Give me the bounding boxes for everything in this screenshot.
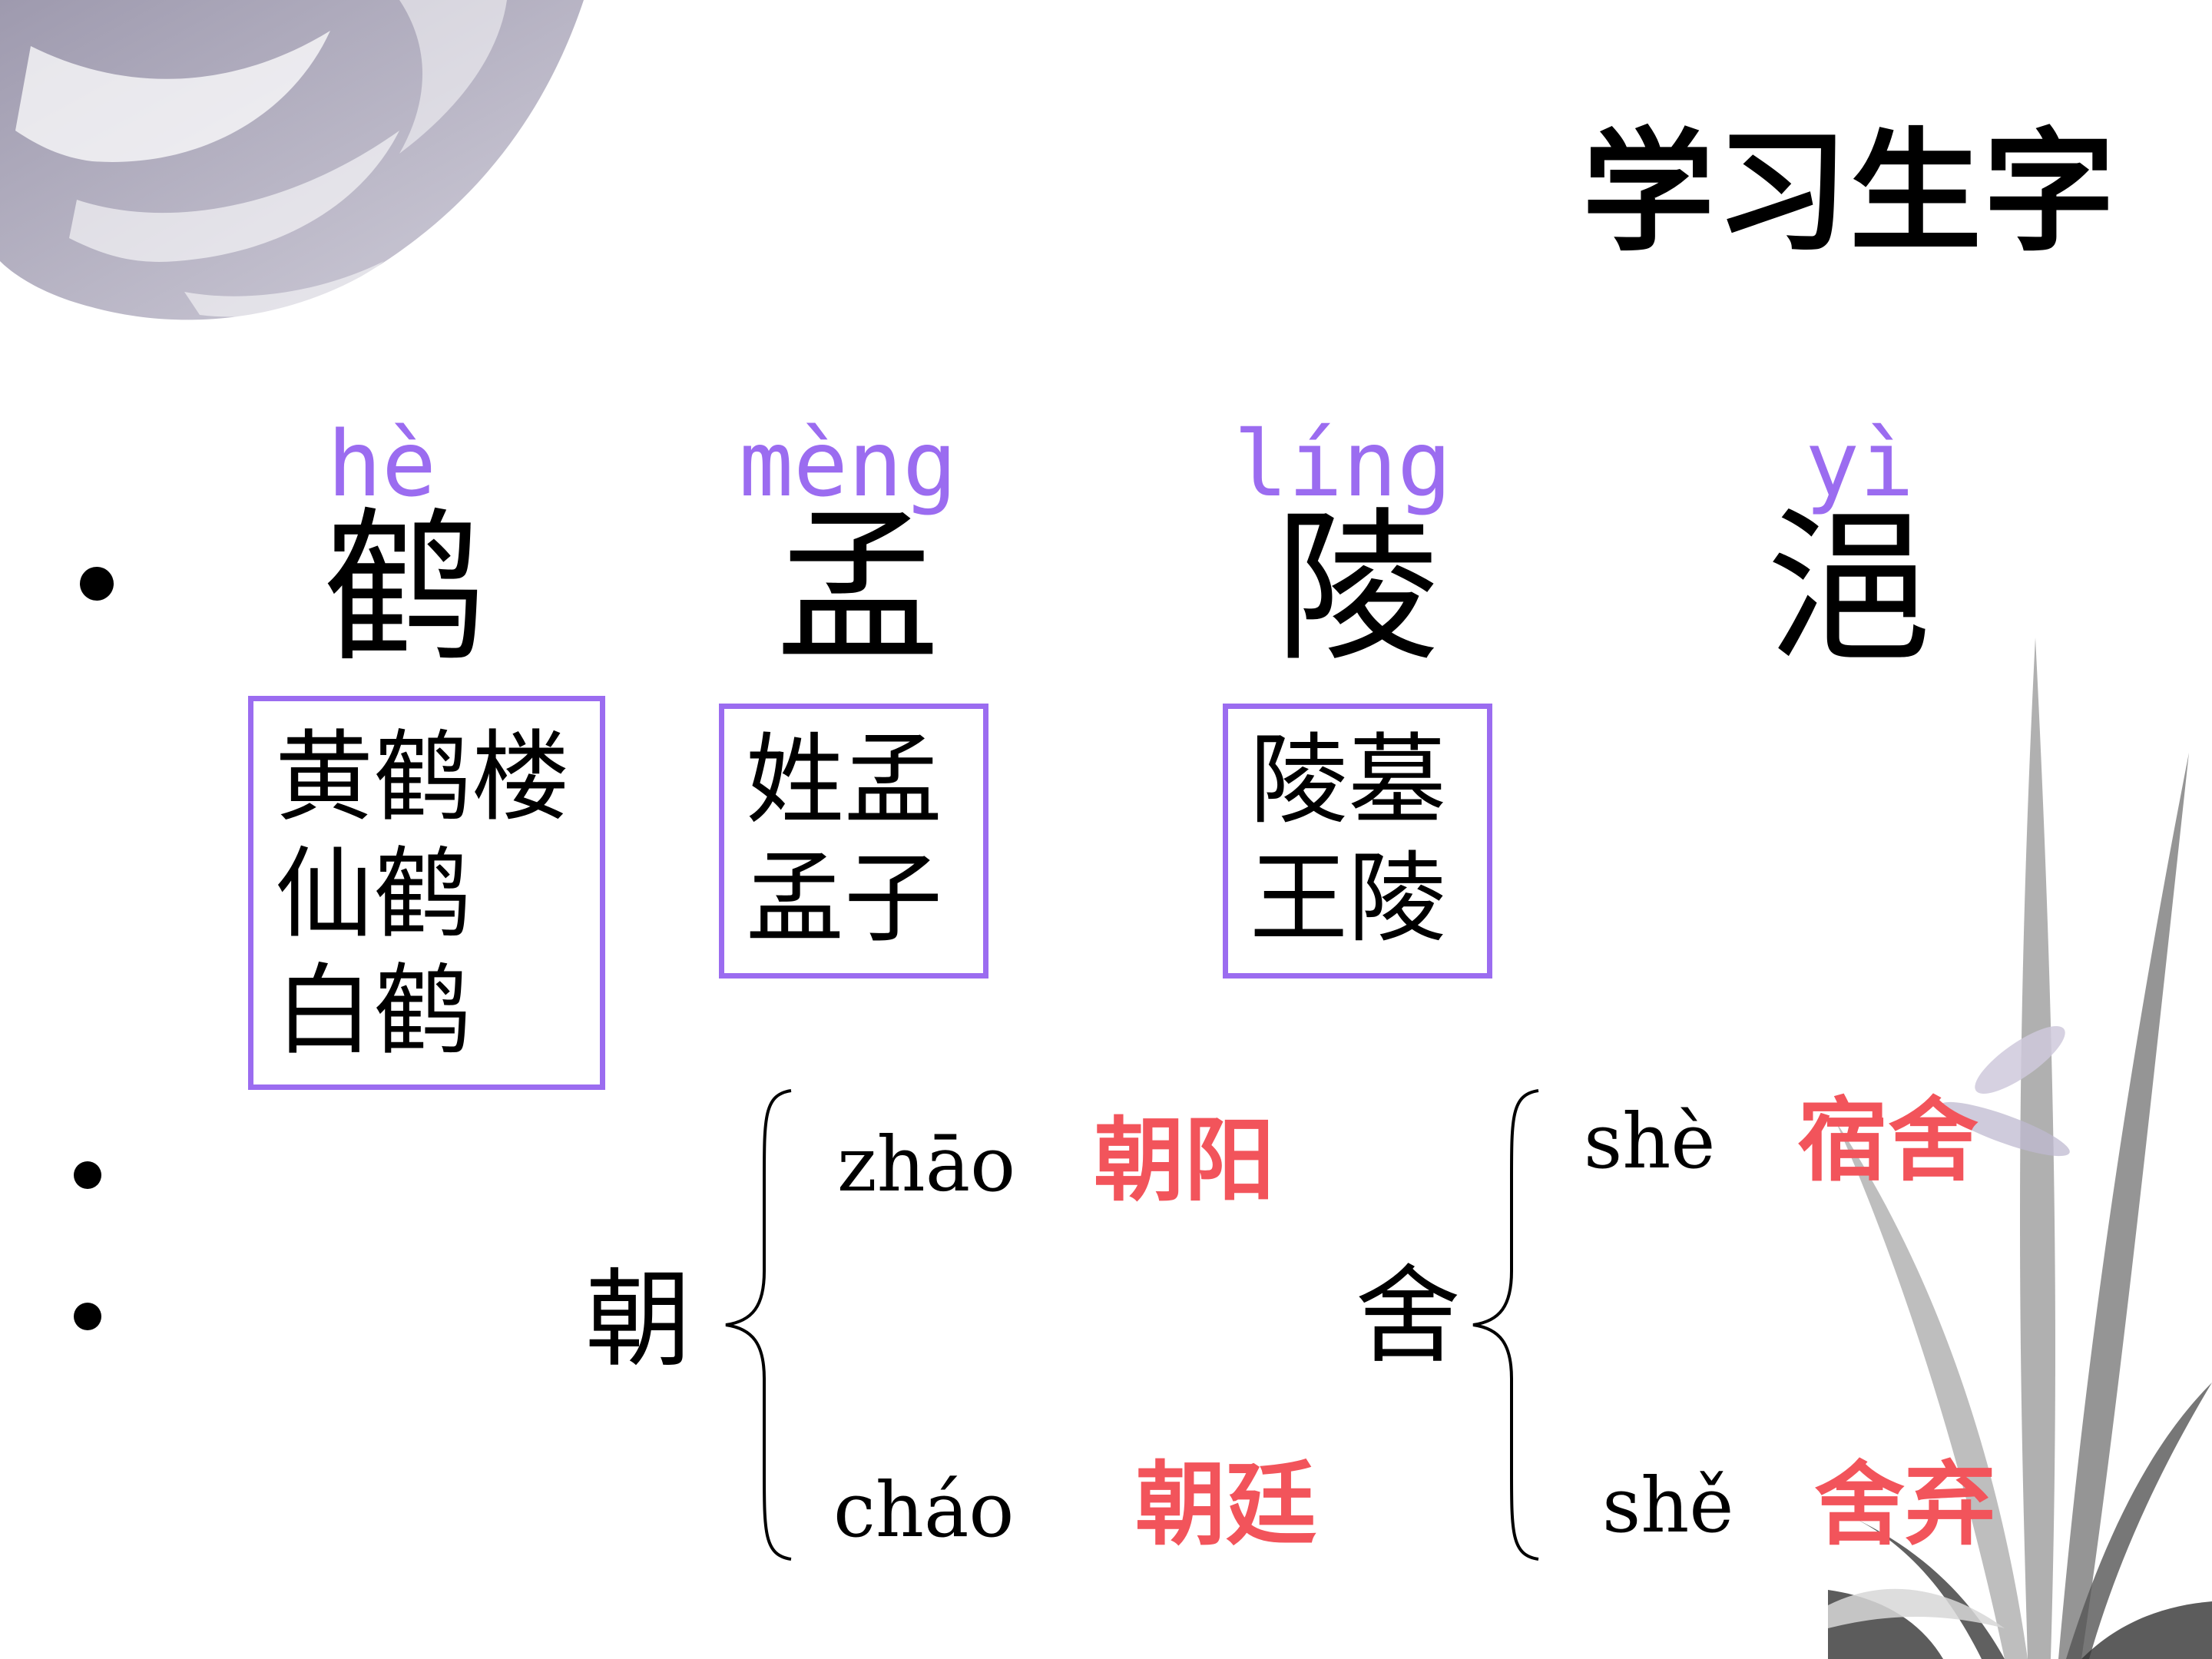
word-zhaoyang: 朝阳 [1094, 1108, 1276, 1214]
pinyin-he: hè [327, 411, 437, 517]
pinyin-zhao: zhāo [837, 1121, 1016, 1209]
polyphone-she: 舍 [1355, 1254, 1462, 1378]
word-he-2: 仙鹤 [275, 837, 472, 952]
bullet-1 [80, 567, 114, 601]
word-meng-2: 孟子 [746, 842, 943, 956]
pinyin-she-3: shě [1602, 1462, 1734, 1550]
polyphone-zhao: 朝 [585, 1258, 692, 1382]
pinyin-chao: cháo [833, 1467, 1015, 1555]
word-meng-1: 姓孟 [746, 724, 943, 838]
word-susher: 宿舍 [1797, 1088, 1979, 1194]
word-chaoting: 朝廷 [1135, 1452, 1317, 1558]
character-yi: 浥 [1767, 493, 1931, 684]
ink-swirl-decoration [0, 0, 584, 320]
grass-decoration [1828, 637, 2212, 1659]
word-box-ling: 陵墓 王陵 [1223, 704, 1492, 979]
pinyin-meng: mèng [739, 411, 958, 517]
word-he-1: 黄鹤楼 [275, 720, 571, 835]
character-ling: 陵 [1275, 493, 1439, 684]
character-meng: 孟 [776, 493, 940, 684]
word-ling-1: 陵墓 [1250, 724, 1447, 838]
bullet-3 [74, 1303, 101, 1330]
character-he: 鹤 [323, 493, 487, 684]
brace-she [1472, 1089, 1539, 1561]
pinyin-yi: yì [1805, 411, 1915, 517]
pinyin-she-4: shè [1584, 1098, 1716, 1186]
word-he-3: 白鹤 [275, 954, 472, 1068]
word-box-meng: 姓孟 孟子 [719, 704, 988, 979]
pinyin-ling: líng [1233, 411, 1452, 517]
word-ling-2: 王陵 [1250, 842, 1447, 956]
page-title: 学习生字 [1582, 115, 2117, 270]
word-box-he: 黄鹤楼 仙鹤 白鹤 [248, 696, 605, 1090]
bullet-2 [74, 1161, 101, 1189]
word-sheqi: 舍弃 [1814, 1452, 1996, 1558]
brace-zhao [725, 1089, 792, 1561]
